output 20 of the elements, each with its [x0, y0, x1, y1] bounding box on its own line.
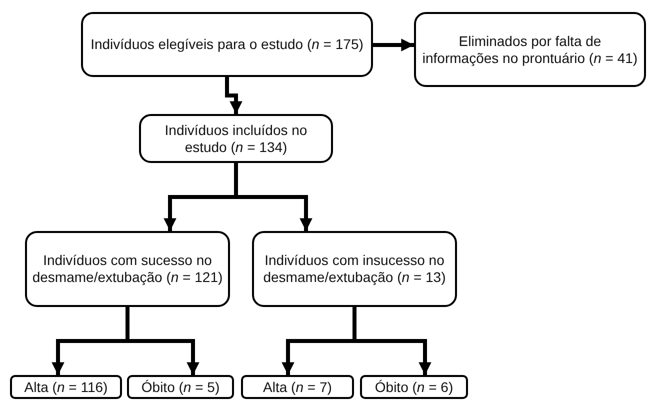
outcome-box [241, 375, 354, 399]
node-text: Indivíduos incluídos no estudo (n = 134) [164, 122, 308, 156]
process-box [252, 231, 457, 307]
node-text: Óbito (n = 6) [374, 378, 454, 396]
arrow [373, 38, 414, 52]
process-box [81, 12, 373, 77]
process-box [139, 114, 333, 163]
process-box [25, 231, 230, 307]
node-text: Indivíduos com insucesso no desmame/extubação (n = 13) [262, 252, 447, 286]
node-text: Óbito (n = 5) [140, 378, 221, 396]
node-text: Indivíduos com sucesso no desmame/extubação (n = 121) [31, 252, 224, 286]
arrow [225, 77, 242, 114]
node-text: Alta (n = 116) [23, 378, 109, 396]
node-text: Alta (n = 7) [262, 378, 333, 396]
node-text: Eliminados por falta de informações no prontuário (n = 41) [421, 32, 639, 66]
process-box [414, 12, 646, 87]
node-text: Indivíduos elegíveis para o estudo (n = 175) [90, 36, 364, 53]
outcome-box [10, 375, 122, 399]
outcome-box [127, 375, 234, 399]
outcome-box [360, 375, 468, 399]
